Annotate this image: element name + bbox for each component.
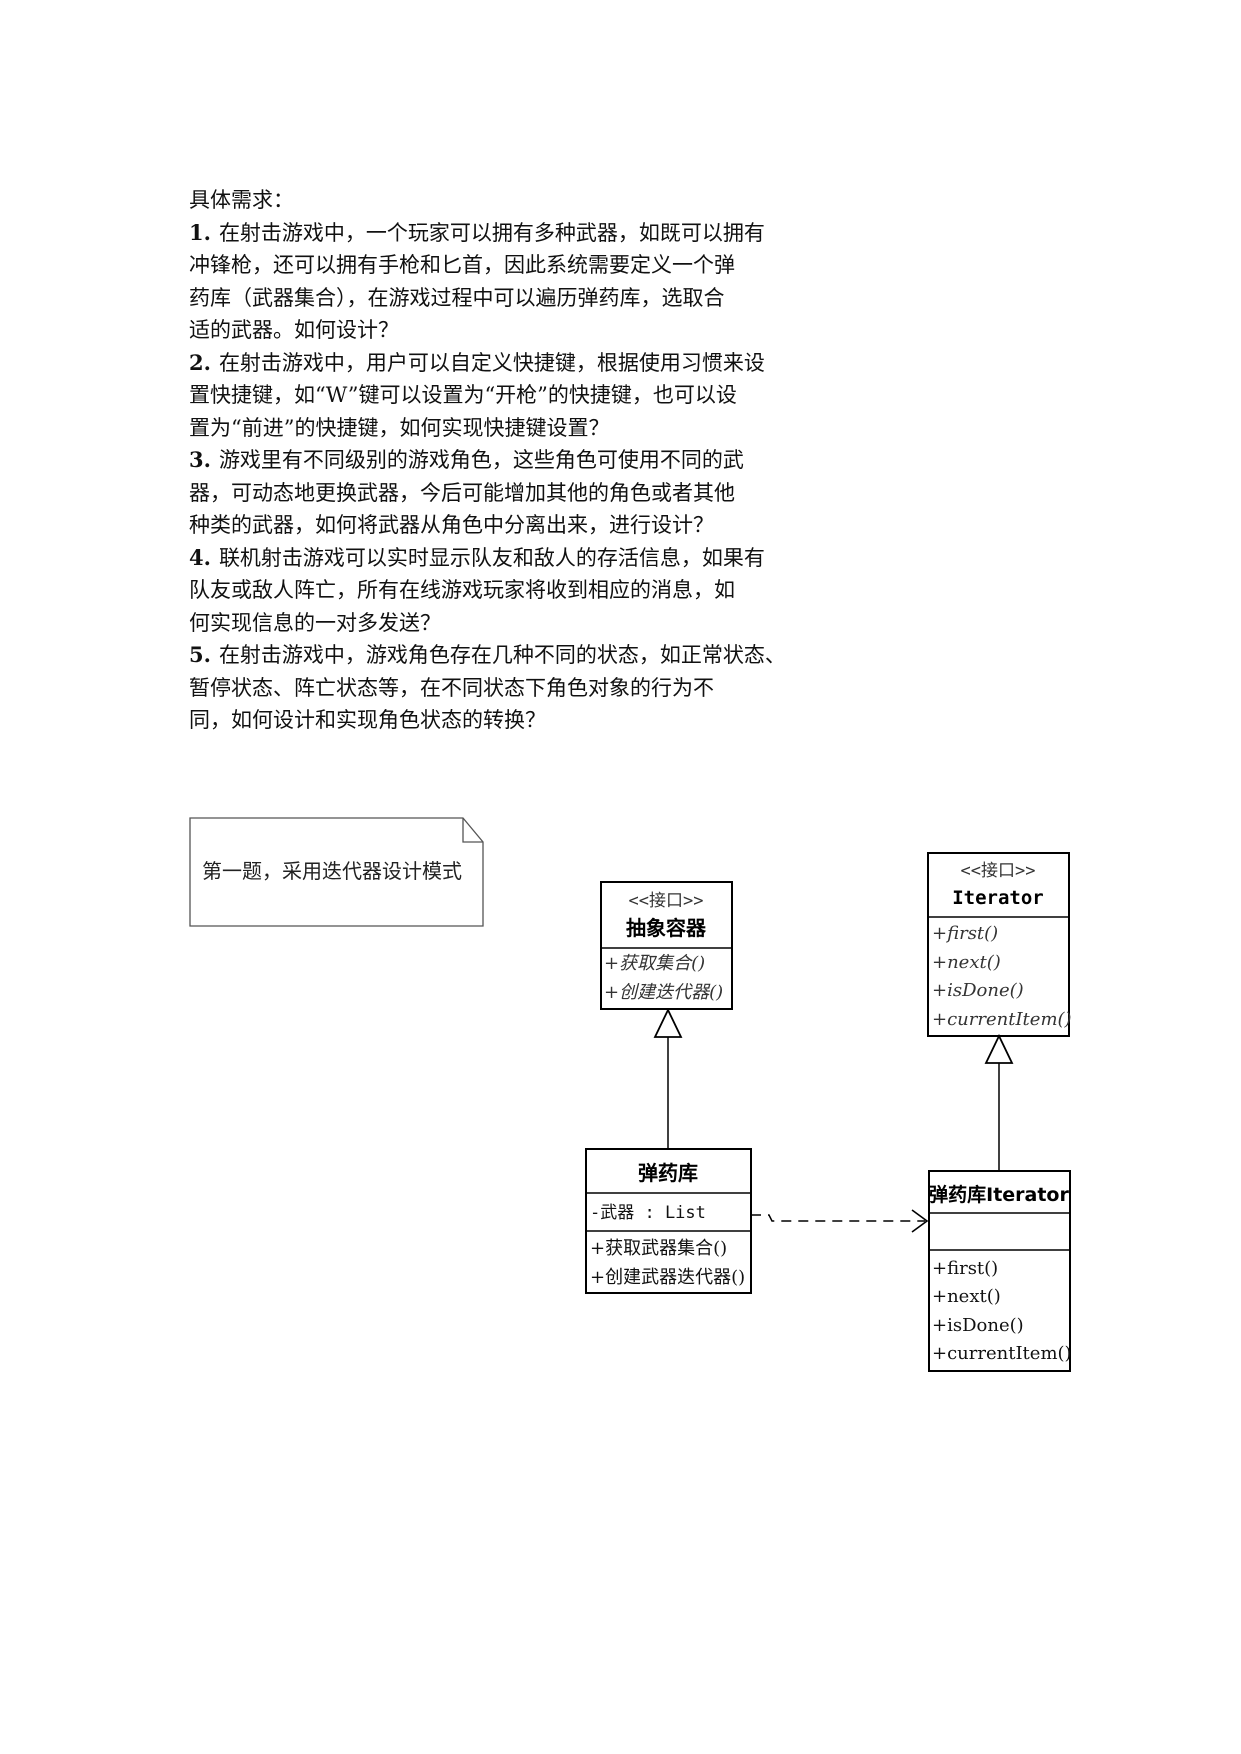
- note-text: 第一题，采用迭代器设计模式: [202, 859, 462, 883]
- class-name: 抽象容器: [626, 916, 707, 940]
- requirement-number: 2.: [189, 349, 211, 375]
- class-name: 弹药库: [638, 1161, 698, 1185]
- class-operation: +next(): [932, 952, 1001, 973]
- requirement-line: 暂停状态、阵亡状态等，在不同状态下角色对象的行为不: [189, 675, 714, 700]
- requirement-line: 药库（武器集合），在游戏过程中可以遍历弹药库，选取合: [189, 285, 725, 310]
- requirement-number: 4.: [189, 544, 211, 570]
- class-operation: +isDone(): [932, 1315, 1024, 1336]
- requirement-line: 在射击游戏中，用户可以自定义快捷键，根据使用习惯来设: [218, 350, 765, 375]
- requirement-line: 冲锋枪，还可以拥有手枪和匕首，因此系统需要定义一个弹: [189, 253, 735, 277]
- class-name: 弹药库Iterator: [929, 1183, 1069, 1206]
- class-operation: +first(): [932, 1258, 998, 1279]
- class-operation: +first(): [932, 923, 998, 944]
- class-operation: +获取集合(): [604, 953, 705, 974]
- requirement-line: 置为“前进”的快捷键，如何实现快捷键设置？: [189, 415, 610, 440]
- requirement-line: 置快捷键，如“W”键可以设置为“开枪”的快捷键，也可以设: [189, 383, 737, 407]
- requirement-number: 1.: [189, 219, 211, 245]
- requirement-item-4: 4. 联机射击游戏可以实时显示队友和敌人的存活信息，如果有 队友或敌人阵亡，所有在…: [189, 542, 829, 640]
- requirement-item-3: 3. 游戏里有不同级别的游戏角色，这些角色可使用不同的武 器，可动态地更换武器，今…: [189, 444, 829, 542]
- class-operation: +isDone(): [932, 980, 1024, 1001]
- class-operation: +创建武器迭代器(): [590, 1267, 745, 1288]
- iterator-interface-class: <<接口>> Iterator +first() +next() +isDone…: [927, 852, 1072, 1037]
- class-stereotype: <<接口>>: [961, 861, 1036, 881]
- aggregate-realization-arrow: [653, 1007, 683, 1149]
- requirements-section: 具体需求： 1. 在射击游戏中，一个玩家可以拥有多种武器，如既可以拥有 冲锋枪，还…: [189, 184, 829, 737]
- requirement-item-2: 2. 在射击游戏中，用户可以自定义快捷键，根据使用习惯来设 置快捷键，如“W”键可…: [189, 347, 829, 445]
- class-name: Iterator: [952, 887, 1044, 909]
- requirement-line: 器，可动态地更换武器，今后可能增加其他的角色或者其他: [189, 480, 735, 505]
- requirement-line: 队友或敌人阵亡，所有在线游戏玩家将收到相应的消息，如: [189, 578, 735, 602]
- class-stereotype: <<接口>>: [629, 891, 704, 911]
- class-operation: +获取武器集合(): [590, 1238, 727, 1259]
- dependency-arrow: [751, 1209, 929, 1233]
- requirement-line: 同，如何设计和实现角色状态的转换？: [189, 708, 546, 732]
- requirement-number: 3.: [189, 447, 211, 472]
- requirement-item-5: 5. 在射击游戏中，游戏角色存在几种不同的状态，如正常状态、 暂停状态、阵亡状态等…: [189, 639, 829, 737]
- requirement-line: 游戏里有不同级别的游戏角色，这些角色可使用不同的武: [218, 448, 744, 472]
- class-operation: +currentItem(): [932, 1009, 1072, 1030]
- requirement-line: 何实现信息的一对多发送？: [189, 610, 441, 635]
- note-box: 第一题，采用迭代器设计模式: [189, 817, 484, 927]
- requirement-line: 在射击游戏中，游戏角色存在几种不同的状态，如正常状态、: [218, 643, 786, 667]
- requirement-line: 种类的武器，如何将武器从角色中分离出来，进行设计？: [189, 513, 714, 537]
- requirement-number: 5.: [189, 642, 211, 667]
- iterator-realization-arrow: [984, 1033, 1014, 1171]
- class-operation: +currentItem(): [932, 1343, 1072, 1364]
- class-operation: +创建迭代器(): [604, 982, 723, 1003]
- requirement-item-1: 1. 在射击游戏中，一个玩家可以拥有多种武器，如既可以拥有 冲锋枪，还可以拥有手枪…: [189, 217, 829, 347]
- concrete-iterator-class: 弹药库Iterator +first() +next() +isDone() +…: [928, 1170, 1072, 1372]
- class-operation: +next(): [932, 1286, 1001, 1307]
- aggregate-interface-class: <<接口>> 抽象容器 +获取集合() +创建迭代器(): [600, 881, 733, 1010]
- requirement-line: 在射击游戏中，一个玩家可以拥有多种武器，如既可以拥有: [218, 220, 765, 245]
- requirement-line: 适的武器。如何设计？: [189, 318, 399, 342]
- concrete-aggregate-class: 弹药库 -武器 : List +获取武器集合() +创建武器迭代器(): [585, 1148, 752, 1294]
- requirement-line: 联机射击游戏可以实时显示队友和敌人的存活信息，如果有: [218, 545, 765, 570]
- requirements-heading: 具体需求：: [189, 188, 294, 212]
- class-attribute: -武器 : List: [590, 1203, 706, 1223]
